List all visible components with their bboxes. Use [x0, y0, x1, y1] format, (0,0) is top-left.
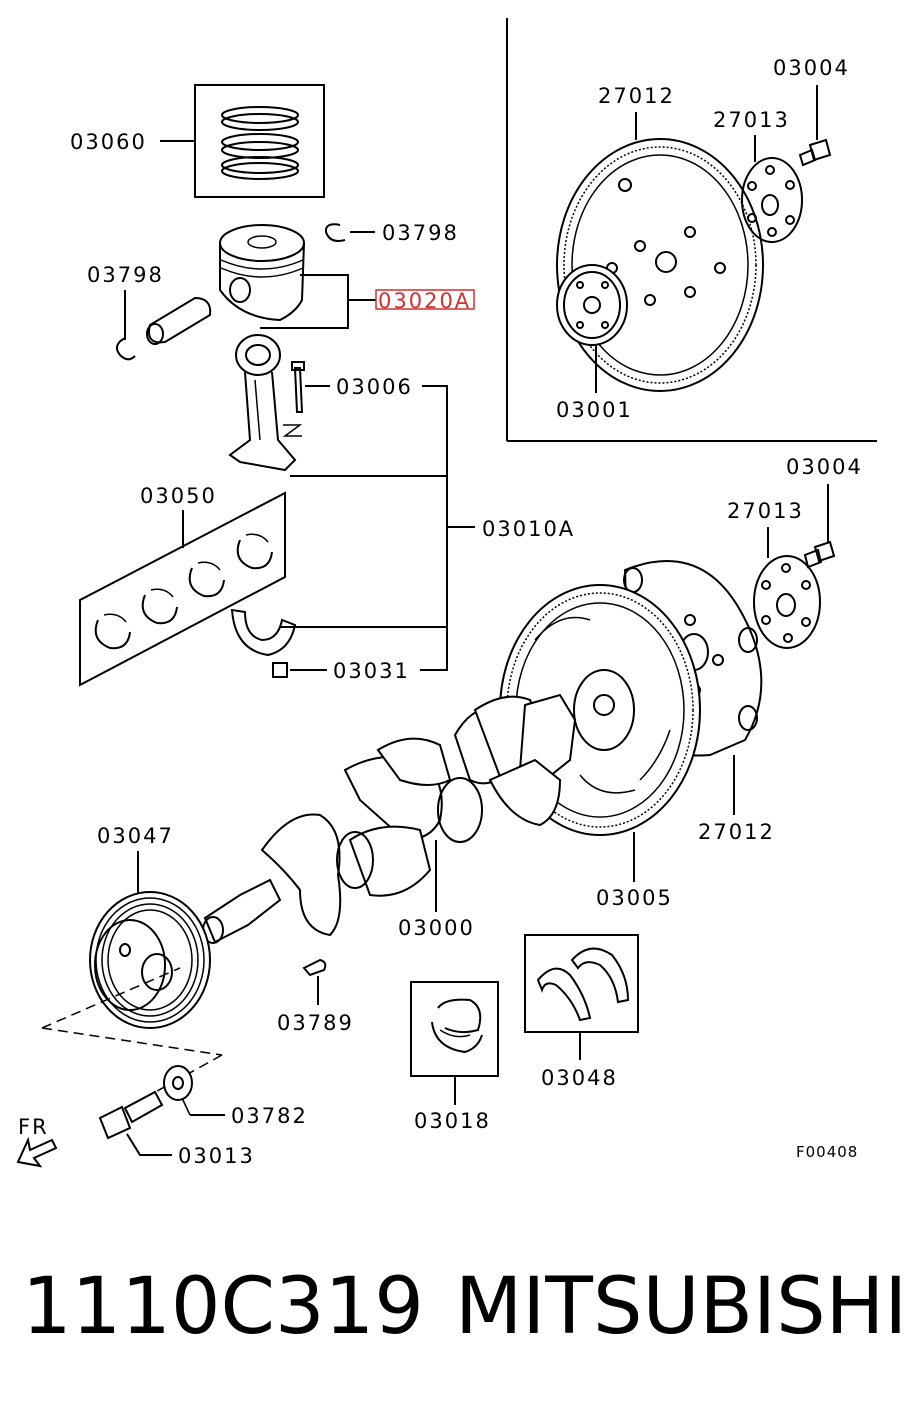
snap-ring-top[interactable] — [324, 223, 346, 242]
label-03000: 03000 — [398, 916, 475, 940]
inset-frame — [506, 18, 877, 442]
label-27013-mid: 27013 — [727, 499, 804, 523]
label-03798-left: 03798 — [87, 263, 164, 287]
crankshaft-pulley[interactable] — [89, 891, 211, 1029]
connecting-rod-cap[interactable] — [230, 608, 297, 657]
label-27012-mid: 27012 — [698, 820, 775, 844]
conrod-nut[interactable] — [272, 662, 288, 678]
label-03048: 03048 — [541, 1066, 618, 1090]
woodruff-key[interactable] — [302, 958, 327, 977]
label-03013: 03013 — [178, 1144, 255, 1168]
connecting-rod[interactable] — [228, 334, 297, 472]
label-03018: 03018 — [414, 1109, 491, 1133]
label-03798-top: 03798 — [382, 221, 459, 245]
label-03005: 03005 — [596, 886, 673, 910]
footer: 1110C319 MITSUBISHI — [0, 1262, 909, 1372]
connecting-rod-bolt[interactable] — [291, 361, 305, 413]
adapter-03001[interactable] — [556, 264, 628, 346]
bolt-03013[interactable] — [98, 1090, 164, 1140]
label-03789: 03789 — [277, 1011, 354, 1035]
brand-name: MITSUBISHI — [455, 1262, 908, 1352]
conrod-bearing-set[interactable] — [79, 491, 286, 687]
label-03004-top: 03004 — [773, 56, 850, 80]
piston[interactable] — [219, 224, 305, 322]
label-27012-top: 27012 — [598, 84, 675, 108]
leader-03020A — [260, 274, 475, 329]
label-03060: 03060 — [70, 130, 147, 154]
bolt-03004-top[interactable] — [798, 138, 832, 167]
front-arrow-icon — [16, 1136, 58, 1168]
label-27013-top: 27013 — [713, 108, 790, 132]
label-03031: 03031 — [333, 659, 410, 683]
label-03006: 03006 — [336, 375, 413, 399]
label-03001: 03001 — [556, 398, 633, 422]
label-03047: 03047 — [97, 824, 174, 848]
plate-27013-top[interactable] — [741, 157, 803, 243]
piston-pin[interactable] — [146, 296, 212, 345]
thrust-washer-03048[interactable] — [524, 934, 639, 1033]
label-03050: 03050 — [140, 484, 217, 508]
main-bearing-03018[interactable] — [410, 981, 499, 1077]
snap-ring-left[interactable] — [115, 337, 136, 361]
plate-27013-mid[interactable] — [753, 555, 821, 649]
washer-03782[interactable] — [163, 1065, 193, 1101]
front-direction-label: FR — [18, 1115, 49, 1139]
part-number: 1110C319 — [22, 1262, 424, 1352]
bolt-03004-mid[interactable] — [803, 540, 836, 569]
crankshaft[interactable] — [202, 693, 577, 944]
label-03010A: 03010A — [482, 517, 575, 541]
piston-ring-set[interactable] — [194, 84, 325, 198]
diagram-code: F00408 — [796, 1143, 858, 1161]
flywheel-mt[interactable] — [556, 138, 764, 392]
label-03004-mid: 03004 — [786, 455, 863, 479]
label-03782: 03782 — [231, 1104, 308, 1128]
label-03020A[interactable]: 03020A — [378, 289, 471, 313]
